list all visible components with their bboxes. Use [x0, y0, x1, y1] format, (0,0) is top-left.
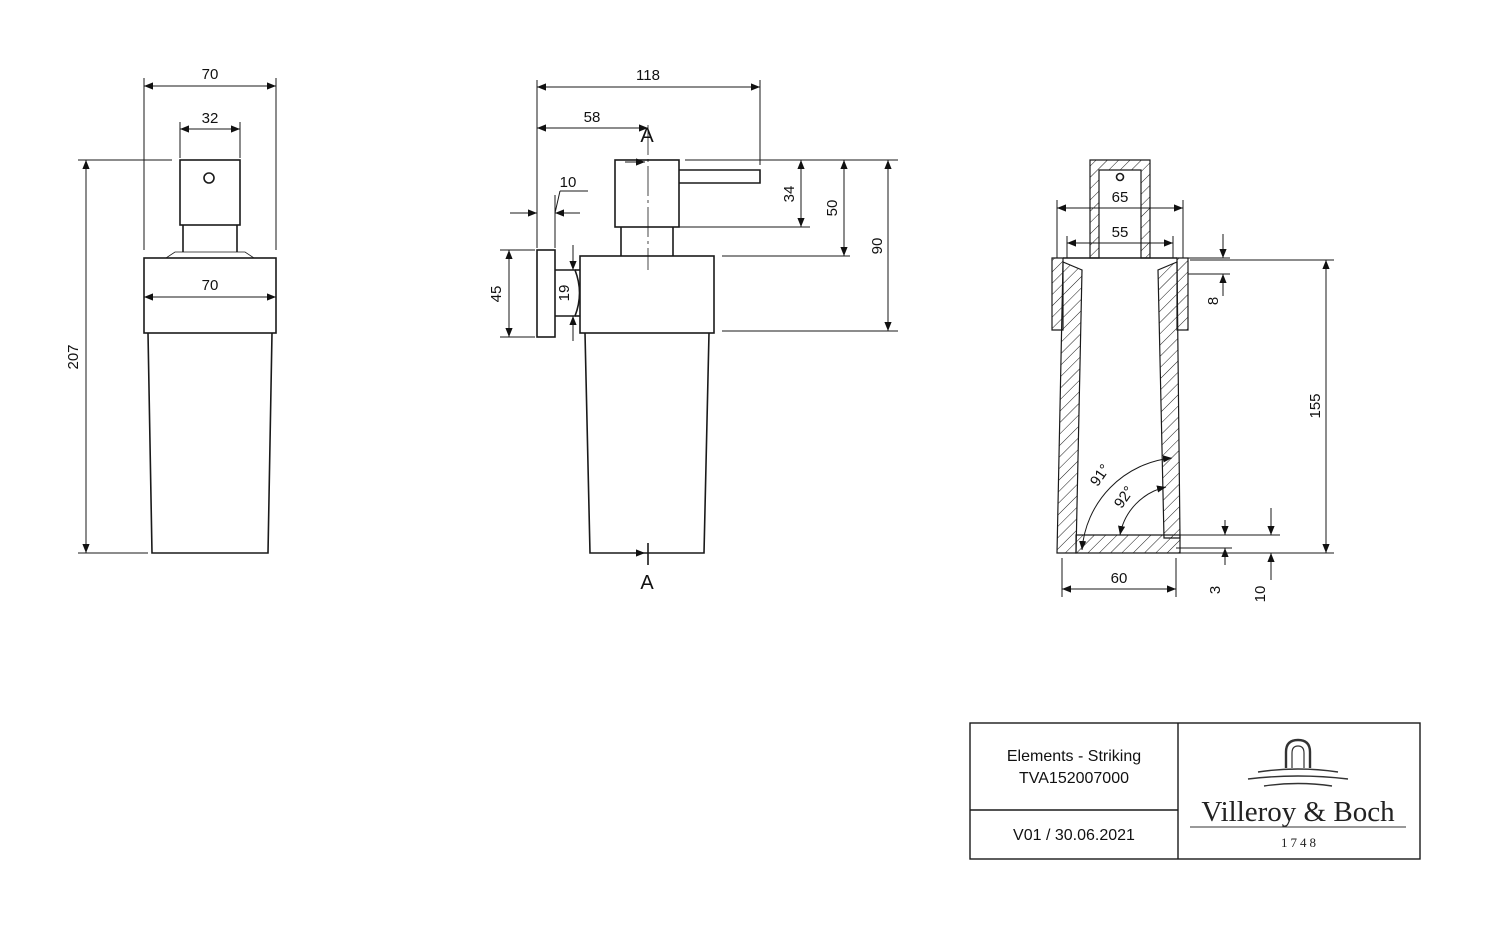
dim-angle-inner: 92°	[1111, 483, 1138, 511]
brand-logo-icon	[1247, 738, 1349, 787]
dim-plate: 10	[560, 174, 577, 191]
side-spout	[679, 169, 761, 184]
side-view: 118 58 10 45 19 34 50 90 A	[488, 67, 898, 594]
side-container	[584, 332, 710, 554]
dim-base: 10	[1252, 586, 1269, 603]
dim-arm: 19	[556, 285, 573, 302]
side-collar	[579, 255, 715, 334]
section-label-top: A	[640, 125, 654, 147]
dim-height-total: 207	[65, 344, 82, 369]
front-pump-head	[179, 159, 241, 226]
dim-width-body: 70	[202, 277, 219, 294]
side-pump-head	[614, 159, 680, 228]
dim-pump-width: 32	[202, 110, 219, 127]
dim-width-top: 70	[202, 66, 219, 83]
dim-inner-top: 55	[1112, 224, 1129, 241]
section-container-bottom	[1075, 534, 1181, 554]
title-block: Elements - Striking TVA152007000 V01 / 3…	[969, 722, 1421, 860]
dim-plate-height: 45	[488, 286, 505, 303]
dim-pump-height: 34	[781, 186, 798, 203]
dim-outer-top: 65	[1112, 189, 1129, 206]
dim-head-height: 50	[824, 200, 841, 217]
front-collar	[143, 257, 277, 334]
side-wall-plate	[536, 249, 556, 338]
version-date: V01 / 30.06.2021	[1013, 827, 1135, 844]
dim-angle-outer: 91°	[1087, 461, 1114, 489]
front-neck	[182, 225, 238, 252]
product-name: Elements - Striking	[1007, 748, 1141, 765]
section-container-wall-right	[1157, 261, 1181, 539]
brand-name: Villeroy & Boch	[1201, 796, 1395, 828]
article-number: TVA152007000	[1019, 770, 1129, 787]
dim-floor: 3	[1207, 586, 1224, 594]
dim-top-height: 90	[869, 238, 886, 255]
dim-rim: 8	[1205, 297, 1222, 305]
section-label-bottom: A	[640, 572, 654, 594]
brand-year: 1748	[1281, 835, 1319, 850]
front-container	[147, 332, 273, 554]
front-nozzle-hole	[203, 172, 215, 184]
dim-bottom-width: 60	[1111, 570, 1128, 587]
section-view: 65 55 8 155 91° 92° 60 3	[1051, 159, 1334, 603]
dim-length: 118	[636, 67, 660, 84]
dim-depth: 155	[1307, 393, 1324, 418]
dim-to-axis: 58	[584, 109, 601, 126]
front-view: 70 32 70 207	[65, 66, 277, 554]
